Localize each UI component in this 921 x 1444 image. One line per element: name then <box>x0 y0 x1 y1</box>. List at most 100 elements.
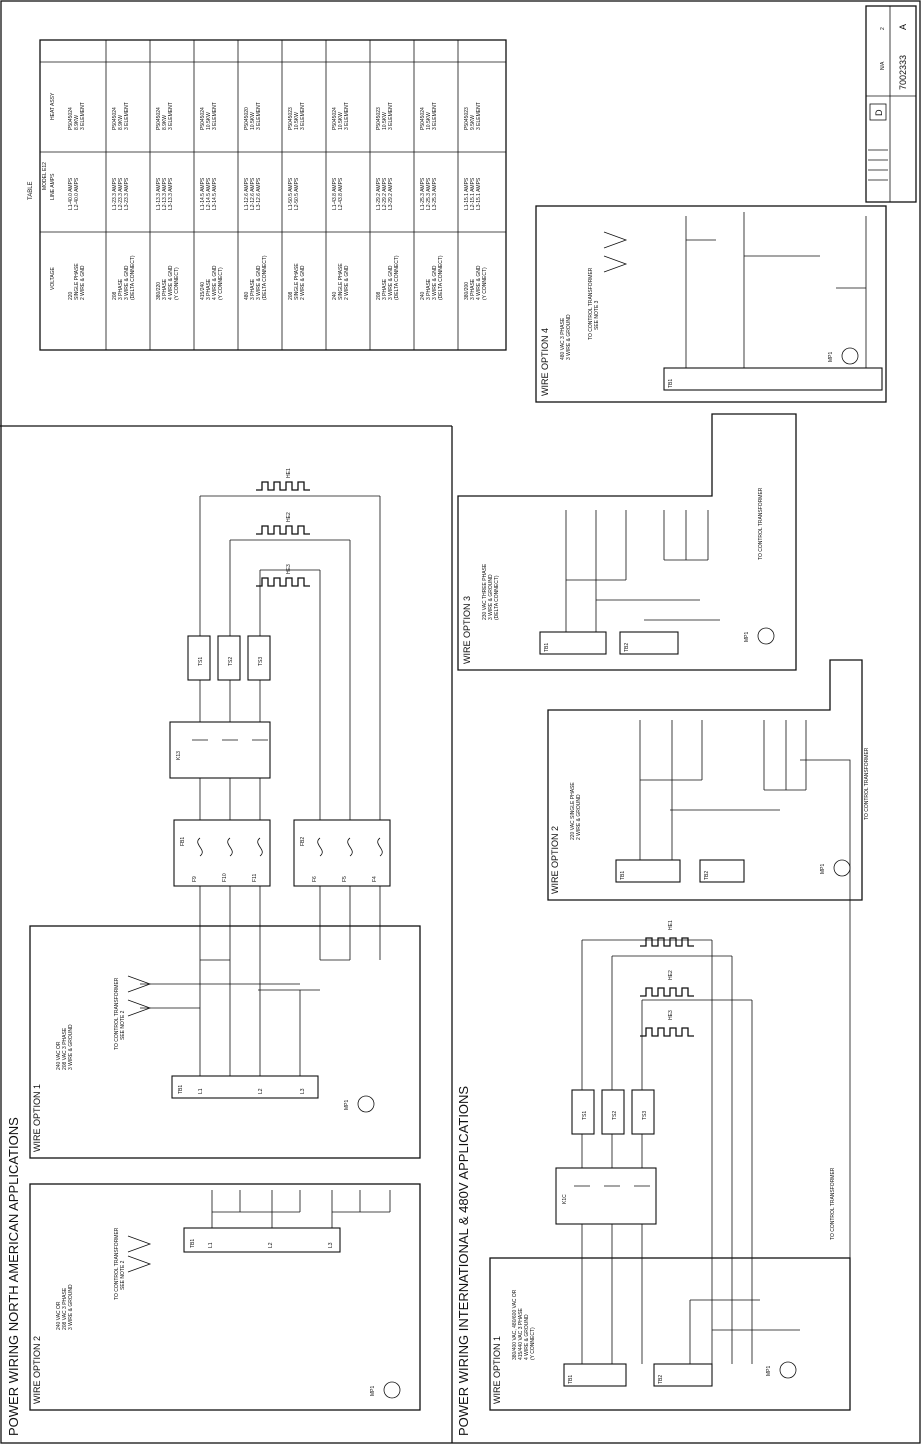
table-cell-voltage: 208 <box>112 291 118 300</box>
table-cell-heat: 3 ELEMENT <box>300 102 306 130</box>
table-cell-amps: L3-14.5 AMPS <box>212 177 218 210</box>
svg-text:TB1: TB1 <box>668 379 674 388</box>
title-dwg-no: 7002333 <box>898 55 908 90</box>
table-cell-voltage: 3 PHASE <box>250 278 256 300</box>
table-cell-voltage: (Y CONNECT) <box>174 267 180 300</box>
svg-text:208 VAC 3 PHASE: 208 VAC 3 PHASE <box>62 1027 68 1070</box>
svg-text:L3: L3 <box>328 1242 334 1248</box>
table-cell-voltage: 3 PHASE <box>426 278 432 300</box>
svg-text:208 VAC 3 PHASE: 208 VAC 3 PHASE <box>62 1287 68 1330</box>
svg-text:(Y CONNECT): (Y CONNECT) <box>530 1327 536 1360</box>
svg-text:TB2: TB2 <box>624 643 630 652</box>
svg-text:WIRE OPTION 1: WIRE OPTION 1 <box>492 1336 502 1404</box>
svg-text:MP1: MP1 <box>344 1100 350 1111</box>
table-cell-voltage: 208 <box>288 291 294 300</box>
table-cell-amps: L3-29.2 AMPS <box>388 177 394 210</box>
title-rev: A <box>898 24 908 30</box>
table-cell-voltage: (DELTA CONNECT) <box>262 255 268 300</box>
svg-text:3 WIRE & GROUND: 3 WIRE & GROUND <box>566 314 572 360</box>
table-cell-amps: L2-50.5 AMPS <box>294 177 300 210</box>
table-cell-heat: 3 ELEMENT <box>344 102 350 130</box>
table-cell-voltage: (DELTA CONNECT) <box>130 255 136 300</box>
wire-option-4: WIRE OPTION 4 480 VAC 3 PHASE 3 WIRE & G… <box>535 205 887 403</box>
table-cell-heat: P5045024 <box>156 107 162 130</box>
svg-text:HE3: HE3 <box>286 564 292 574</box>
svg-text:TS2: TS2 <box>228 657 234 666</box>
intl-contactor-k1c <box>555 1167 657 1225</box>
na-opt2-tb1 <box>183 1227 341 1253</box>
table-cell-heat: 3 ELEMENT <box>256 102 262 130</box>
svg-text:TB1: TB1 <box>178 1085 184 1094</box>
table-cell-heat: 3 ELEMENT <box>212 102 218 130</box>
table-cell-amps: L1-43.8 AMPS <box>332 177 338 210</box>
table-cell-voltage: 208 <box>376 291 382 300</box>
na-wire-option-1: WIRE OPTION 1 240 VAC OR 208 VAC 3 PHASE… <box>29 925 421 1159</box>
svg-text:3 WIRE & GROUND: 3 WIRE & GROUND <box>488 574 494 620</box>
table-cell-voltage: 3 WIRE & GND <box>124 265 130 300</box>
title-scale: N/A <box>880 61 886 70</box>
svg-text:220 VAC SINGLE PHASE: 220 VAC SINGLE PHASE <box>570 782 576 840</box>
svg-text:F5: F5 <box>342 876 348 882</box>
table-cell-heat: 3 ELEMENT <box>80 102 86 130</box>
intl-wiring: K1C TS1 TS2 TS3 HE1 HE2 HE3 <box>555 759 851 1364</box>
na-opt1-title: WIRE OPTION 1 <box>32 1084 42 1152</box>
svg-text:SEE NOTE 3: SEE NOTE 3 <box>594 300 600 330</box>
table-cell-heat: 8.9KW <box>118 115 124 130</box>
svg-text:F4: F4 <box>372 876 378 882</box>
table-cell-voltage: 380/200 <box>464 282 470 300</box>
na-opt1-tb1 <box>171 1075 319 1099</box>
intl-thermal-ts2 <box>601 1089 625 1135</box>
intl-thermal-ts1 <box>571 1089 595 1135</box>
table-cell-heat: 10.5KW <box>206 112 212 130</box>
svg-text:LINE AMPS: LINE AMPS <box>50 173 56 200</box>
table-cell-voltage: 3 PHASE <box>162 278 168 300</box>
title-sheet: 2 <box>880 27 886 30</box>
table-cell-heat: P5045024 <box>200 107 206 130</box>
svg-text:HE2: HE2 <box>668 970 674 980</box>
model-e12-table: TABLE VOLTAGE LINE AMPS HEAT ASSY MODEL … <box>28 39 507 351</box>
svg-text:F6: F6 <box>312 876 318 882</box>
table-cell-heat: 10.5KW <box>338 112 344 130</box>
intl-opt1-tb1 <box>563 1363 627 1387</box>
table-cell-voltage: 4 WIRE & GND <box>212 265 218 300</box>
table-cell-voltage: 4 WIRE & GND <box>476 265 482 300</box>
svg-text:WIRE OPTION 2: WIRE OPTION 2 <box>550 826 560 894</box>
opt3-motor-icon <box>757 627 775 645</box>
table-cell-heat: 10.5KW <box>250 112 256 130</box>
table-cell-amps: L2-14.5 AMPS <box>206 177 212 210</box>
opt3-tb1 <box>539 631 607 655</box>
svg-text:SEE NOTE 2: SEE NOTE 2 <box>120 1010 126 1040</box>
svg-text:415/440 VAC 3 PHASE: 415/440 VAC 3 PHASE <box>518 1307 524 1360</box>
table-cell-amps: L1-12.6 AMPS <box>244 177 250 210</box>
table-cell-amps: L1-25.3 AMPS <box>420 177 426 210</box>
svg-text:HE2: HE2 <box>286 512 292 522</box>
svg-text:TO CONTROL TRANSFORMER: TO CONTROL TRANSFORMER <box>758 487 764 560</box>
table-cell-voltage: 240 <box>420 291 426 300</box>
opt4-motor-icon <box>841 347 859 365</box>
table-cell-amps: L2-15.1 AMPS <box>470 177 476 210</box>
table-cell-heat: P5045023 <box>288 107 294 130</box>
table-cell-voltage: (DELTA CONNECT) <box>438 255 444 300</box>
svg-text:L1: L1 <box>208 1242 214 1248</box>
svg-text:MP1: MP1 <box>766 1366 772 1377</box>
na-fuse-block-fb2 <box>293 819 391 887</box>
svg-text:WIRE OPTION 3: WIRE OPTION 3 <box>462 596 472 664</box>
svg-text:(DELTA CONNECT): (DELTA CONNECT) <box>494 575 500 620</box>
svg-text:WIRE OPTION 4: WIRE OPTION 4 <box>540 328 550 396</box>
table-cell-heat: 3 ELEMENT <box>476 102 482 130</box>
table-cell-heat: 10.5KW <box>382 112 388 130</box>
svg-text:FB2: FB2 <box>300 837 306 846</box>
table-cell-heat: P5045023 <box>464 107 470 130</box>
intl-opt1-motor-icon <box>779 1361 797 1379</box>
table-cell-heat: 8.9KW <box>74 115 80 130</box>
table-cell-heat: 9.5KW <box>470 115 476 130</box>
table-cell-voltage: 3 PHASE <box>470 278 476 300</box>
table-cell-voltage: (DELTA CONNECT) <box>394 255 400 300</box>
wire-option-2-right: WIRE OPTION 2 220 VAC SINGLE PHASE 2 WIR… <box>547 659 870 901</box>
table-cell-heat: 3 ELEMENT <box>124 102 130 130</box>
table-cell-heat: 10.5KW <box>294 112 300 130</box>
table-cell-heat: P5045024 <box>68 107 74 130</box>
na-fuse-block-fb1 <box>173 819 271 887</box>
